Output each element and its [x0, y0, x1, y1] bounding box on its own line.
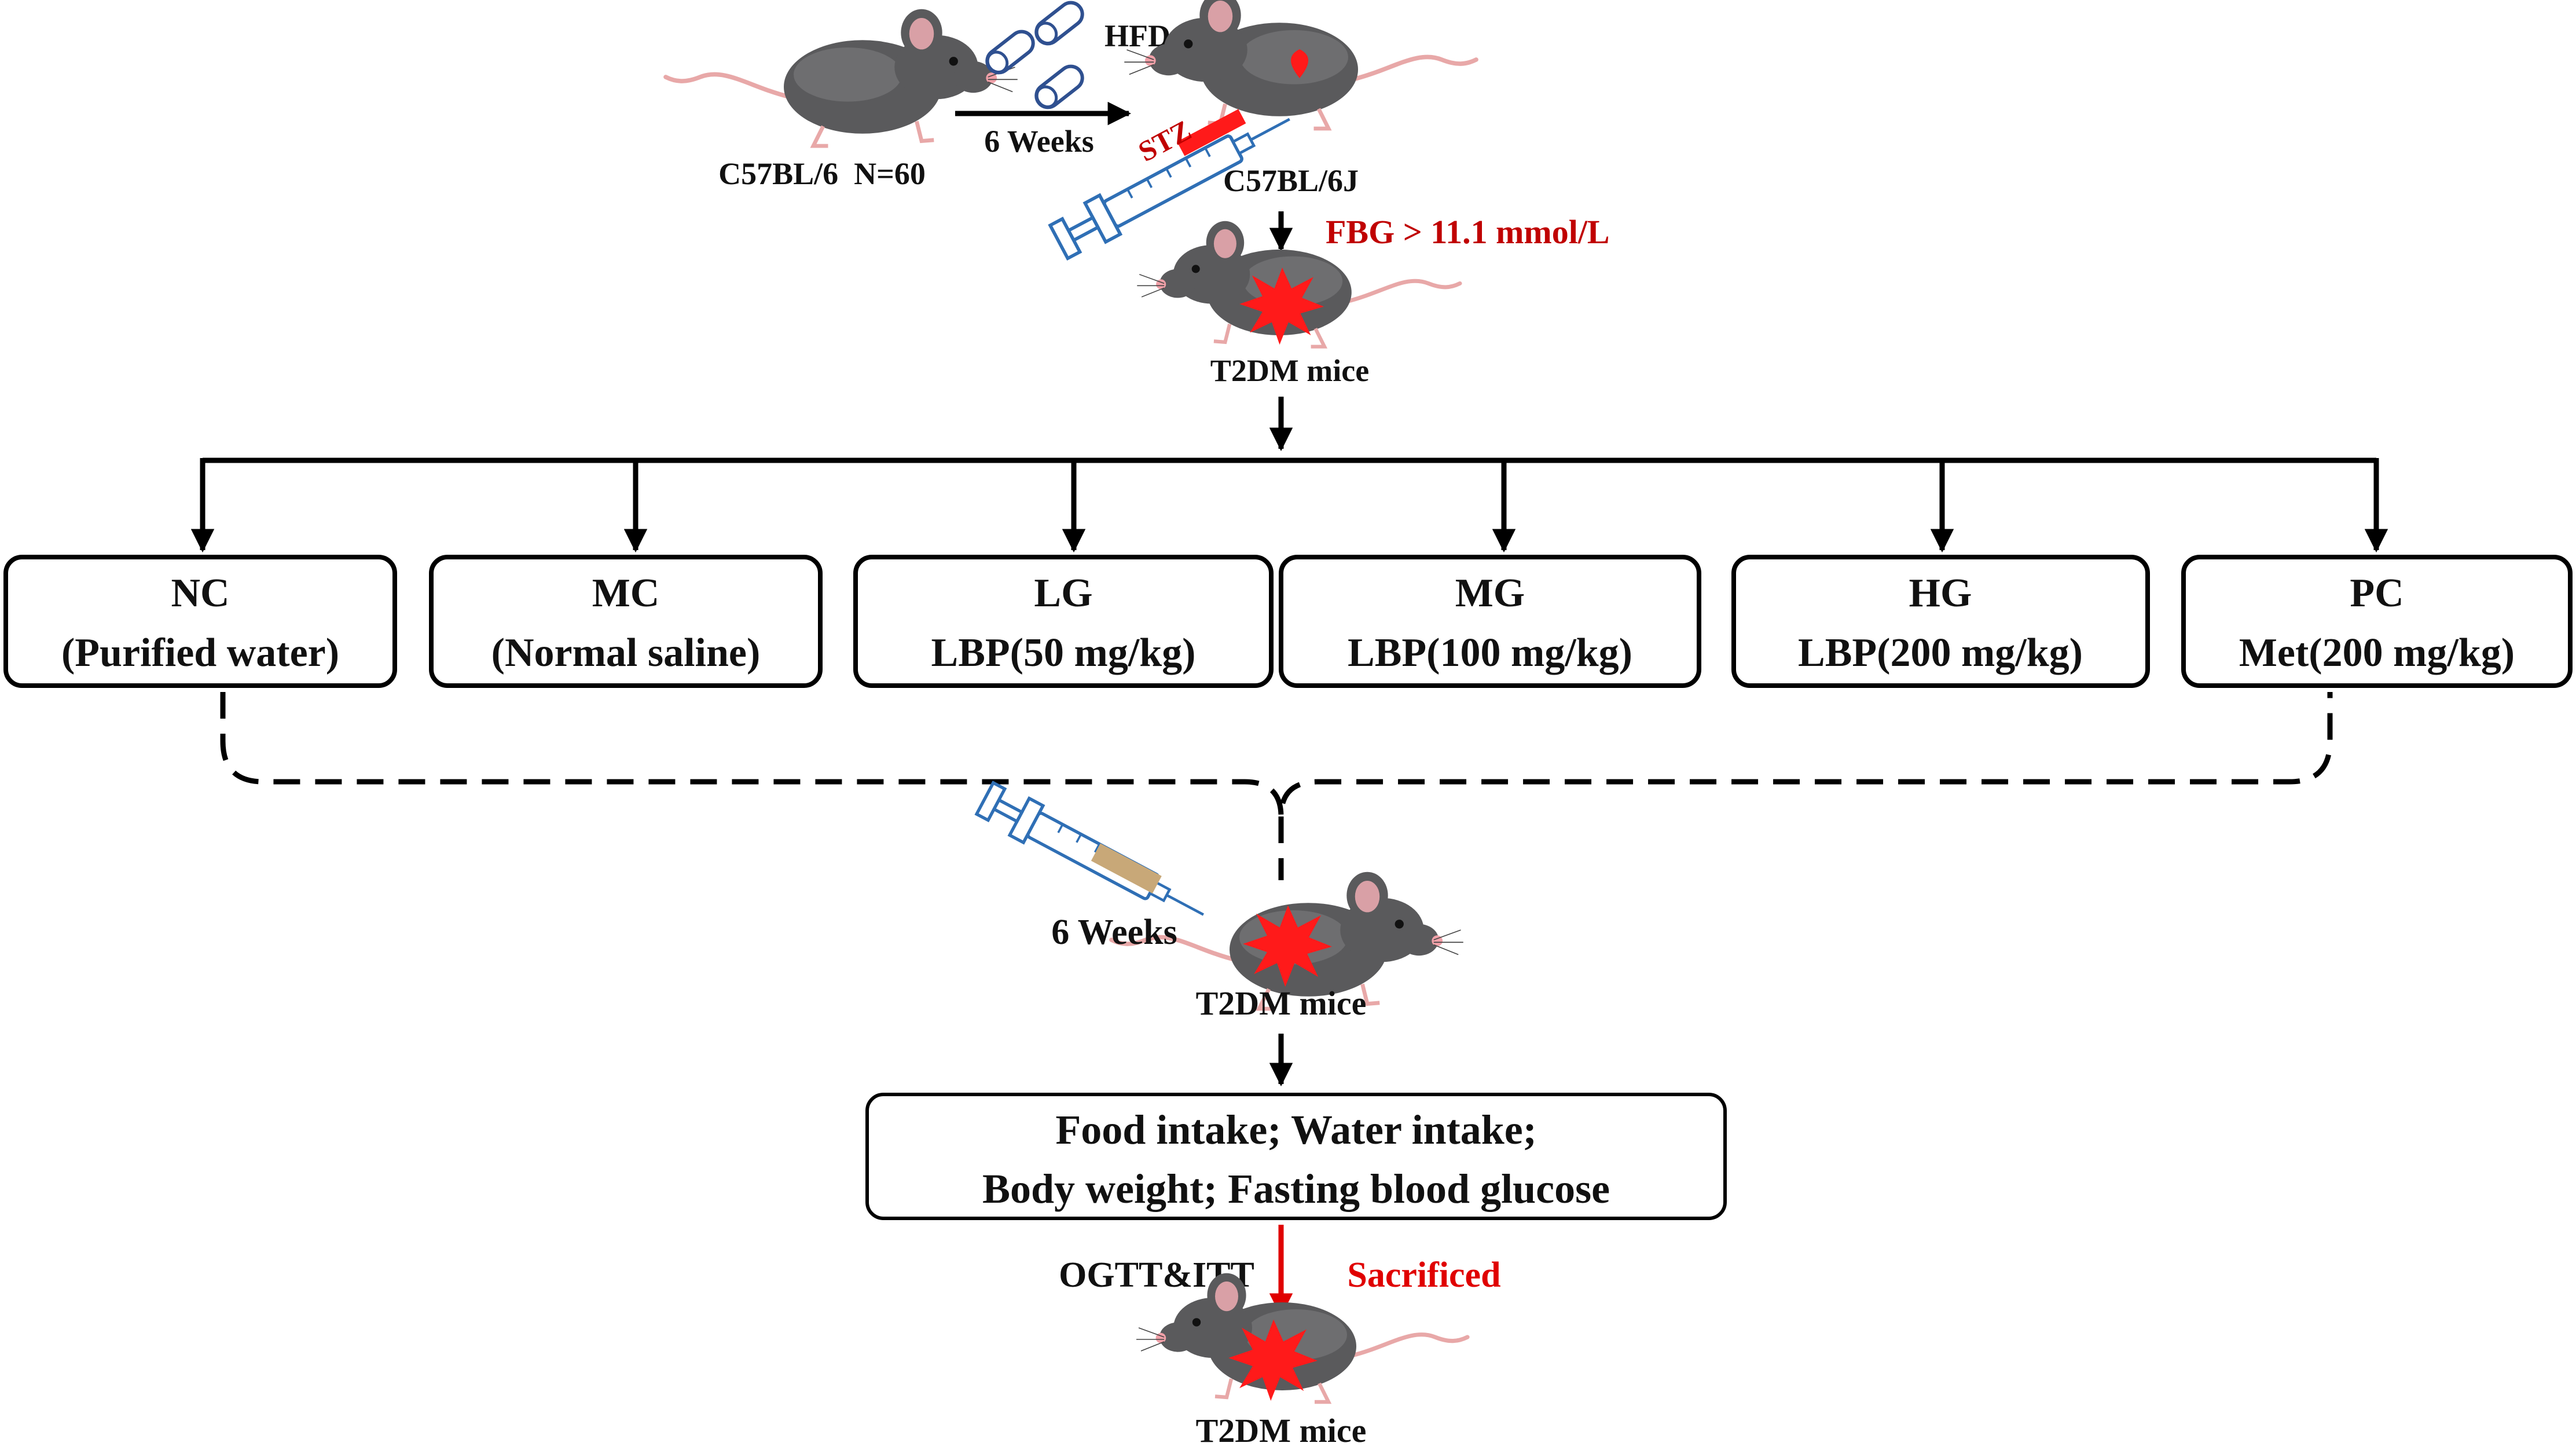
group-box-nc: NC (Purified water) [3, 555, 397, 688]
group-treatment: Met(200 mg/kg) [2239, 631, 2515, 675]
group-treatment: LBP(100 mg/kg) [1348, 631, 1632, 675]
measurement-line-1: Food intake; Water intake; [1055, 1107, 1536, 1153]
source-strain-label: C57BL/6 N=60 [718, 156, 926, 191]
group-code: NC [171, 571, 229, 616]
group-box-lg: LG LBP(50 mg/kg) [853, 555, 1274, 688]
measurement-line-2: Body weight; Fasting blood glucose [982, 1166, 1610, 1212]
t2dm-label-mid: T2DM mice [1196, 984, 1367, 1022]
stz-syringe-icon [1048, 100, 1300, 261]
treatment-duration-label: 6 Weeks [1051, 913, 1177, 952]
measurement-box: Food intake; Water intake; Body weight; … [865, 1093, 1727, 1220]
group-box-mc: MC (Normal saline) [429, 555, 823, 688]
group-split-connector [190, 397, 2388, 553]
group-code: PC [2350, 571, 2403, 616]
t2dm-label-top: T2DM mice [1210, 353, 1369, 388]
hfd-mouse-icon [1124, 0, 1476, 129]
diet-duration-label: 6 Weeks [984, 124, 1094, 159]
group-treatment: LBP(200 mg/kg) [1798, 631, 2083, 675]
group-code: MC [592, 571, 660, 616]
group-box-mg: MG LBP(100 mg/kg) [1279, 555, 1701, 688]
group-treatment: (Normal saline) [491, 631, 761, 675]
group-code: HG [1909, 571, 1972, 616]
sacrificed-label: Sacrificed [1347, 1255, 1500, 1295]
group-box-hg: HG LBP(200 mg/kg) [1731, 555, 2150, 688]
source-mouse-icon [666, 9, 1018, 146]
group-code: MG [1455, 571, 1525, 616]
group-merge-connector [220, 692, 2333, 817]
group-code: LG [1034, 571, 1092, 616]
model-strain-label: C57BL/6J [1223, 163, 1359, 198]
group-treatment: (Purified water) [61, 631, 339, 675]
t2dm-label-bottom: T2DM mice [1196, 1412, 1367, 1449]
gavage-syringe-icon [975, 780, 1213, 933]
criterion-label: FBG > 11.1 mmol/L [1326, 213, 1610, 251]
group-treatment: LBP(50 mg/kg) [931, 631, 1196, 675]
hfd-pellets-icon [982, 0, 1087, 112]
group-box-pc: PC Met(200 mg/kg) [2181, 555, 2573, 688]
